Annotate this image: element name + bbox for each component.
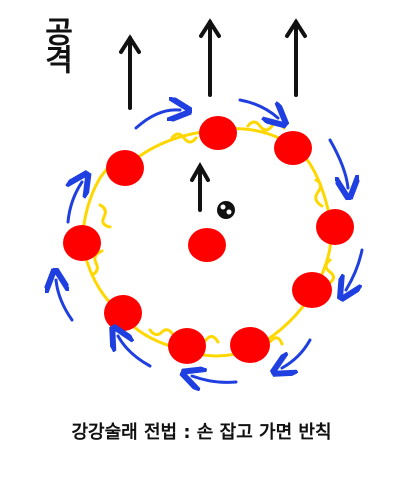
ring-members	[63, 116, 354, 364]
chain-coil	[90, 249, 104, 277]
rotation-arrow	[56, 280, 74, 322]
rotation-arrows	[56, 98, 364, 382]
center-marker	[217, 201, 235, 219]
rotation-arrow	[238, 98, 278, 118]
forward-arrow-center	[199, 18, 221, 97]
center-member	[188, 228, 226, 262]
rotation-arrow	[134, 110, 180, 130]
chain-coil	[148, 328, 176, 338]
ring-member	[106, 150, 144, 186]
ring-member	[199, 116, 237, 150]
rotation-arrow	[282, 338, 312, 368]
chain-coil	[170, 132, 198, 144]
formation-diagram	[0, 18, 364, 400]
ring-member	[63, 225, 101, 261]
forward-arrows	[119, 18, 307, 212]
ring-member	[292, 272, 332, 308]
forward-arrow-right	[285, 18, 307, 97]
ring-member	[104, 295, 142, 331]
chain-coil	[98, 203, 112, 229]
ring-member	[168, 328, 206, 364]
caption: 강강술래 전법 : 손 잡고 가면 반칙	[71, 422, 332, 443]
forward-arrow-left	[119, 34, 141, 110]
ring-member	[274, 131, 312, 165]
ring-member	[230, 327, 270, 363]
chain-coil	[324, 258, 335, 286]
chain-coil	[314, 178, 324, 208]
rotation-arrow	[68, 182, 82, 224]
attack-label: 공격	[38, 16, 73, 72]
rotation-arrow	[346, 248, 364, 290]
forward-arrow-inner	[190, 161, 210, 212]
rotation-arrow	[192, 376, 238, 382]
rotation-arrow	[328, 138, 348, 188]
rotation-arrow	[118, 336, 152, 368]
ring-member	[316, 209, 354, 245]
